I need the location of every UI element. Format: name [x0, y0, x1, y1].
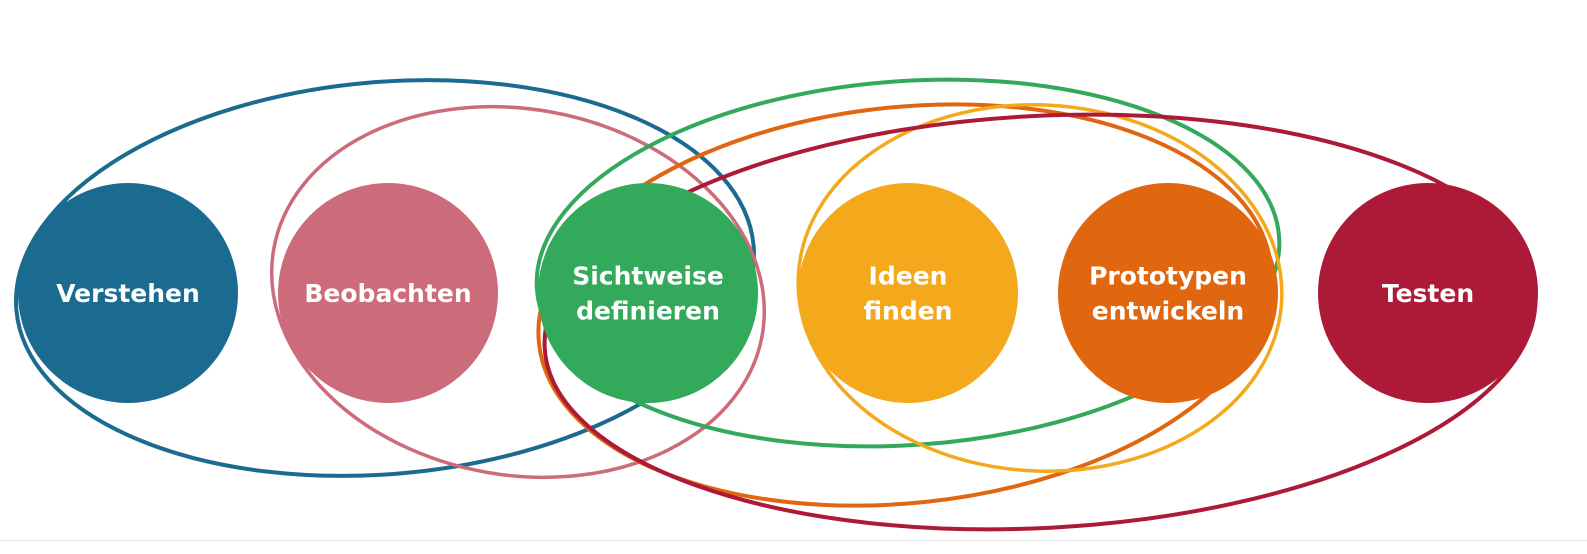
stage-label-sichtweise-definieren-line-2: definieren — [576, 297, 720, 326]
stage-testen: Testen — [1318, 183, 1538, 403]
stage-label-ideen-finden-line-1: Ideen — [869, 262, 948, 291]
stage-circle-verstehen — [18, 183, 238, 403]
stage-circle-testen — [1318, 183, 1538, 403]
stage-label-sichtweise-definieren-line-1: Sichtweise — [572, 262, 724, 291]
stage-circle-prototypen-entwickeln — [1058, 183, 1278, 403]
stage-sichtweise-definieren: Sichtweise definieren — [538, 183, 758, 403]
loop-ideen-prototypen — [796, 103, 1284, 473]
stage-label-prototypen-entwickeln-line-1: Prototypen — [1089, 262, 1247, 291]
stage-ideen-finden: Ideen finden — [798, 183, 1018, 403]
stage-label-prototypen-entwickeln-line-2: entwickeln — [1092, 297, 1244, 326]
stages-layer: Verstehen Beobachten Sichtweise definieren I… — [18, 183, 1538, 403]
stage-label-beobachten: Beobachten — [304, 279, 471, 308]
stage-label-verstehen: Verstehen — [56, 279, 200, 308]
stage-label-ideen-finden-line-2: finden — [864, 297, 953, 326]
stage-circle-sichtweise-definieren — [538, 183, 758, 403]
stage-beobachten: Beobachten — [278, 183, 498, 403]
stage-circle-ideen-finden — [798, 183, 1018, 403]
stage-circle-beobachten — [278, 183, 498, 403]
loop-verstehen-sichtweise — [14, 78, 756, 478]
bottom-divider — [0, 540, 1587, 541]
stage-prototypen-entwickeln: Prototypen entwickeln — [1058, 183, 1278, 403]
stage-label-testen: Testen — [1382, 279, 1474, 308]
loop-beobachten-sichtweise — [269, 104, 767, 480]
stage-verstehen: Verstehen — [18, 183, 238, 403]
